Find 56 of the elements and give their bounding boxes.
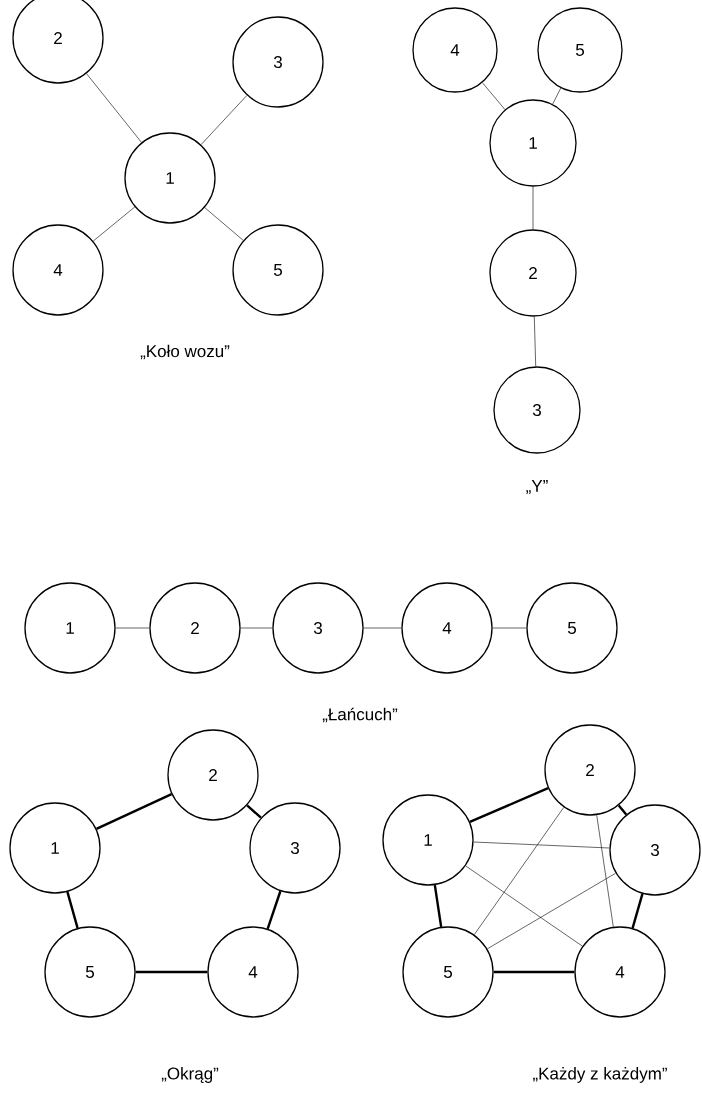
circle-node: 3 [272, 582, 364, 674]
circle-node: 4 [574, 926, 666, 1018]
circle-node: 5 [537, 7, 623, 93]
caption-text: „Okrąg” [161, 1067, 219, 1083]
connector-line [95, 793, 173, 830]
circle-node: 4 [12, 224, 104, 316]
connector-line [433, 884, 443, 928]
connector-line [617, 804, 628, 816]
circle-node: 3 [609, 804, 701, 896]
circle-node: 2 [544, 724, 636, 816]
circle-node: 5 [232, 224, 324, 316]
connector-line [492, 627, 527, 629]
connector-line [200, 95, 248, 145]
connector-line [115, 627, 150, 629]
circle-node: 4 [401, 582, 493, 674]
circle-node: 5 [402, 926, 494, 1018]
circle-node: 1 [382, 794, 474, 886]
connector-line [465, 865, 583, 947]
circle-node: 5 [526, 582, 618, 674]
circle-node: 1 [124, 132, 216, 224]
circle-node: 2 [167, 729, 259, 821]
connector-line [482, 82, 506, 110]
connector-line [473, 841, 610, 849]
circle-node: 3 [249, 802, 341, 894]
connector-line [473, 807, 565, 935]
connector-line [532, 186, 534, 230]
circle-node: 1 [24, 582, 116, 674]
connector-line [266, 890, 282, 930]
caption-text: „Łańcuch” [322, 707, 398, 723]
connector-line [493, 970, 575, 974]
circle-node: 1 [489, 99, 577, 187]
connector-line [204, 207, 244, 241]
caption-text: „Koło wozu” [140, 344, 230, 360]
connector-line [631, 893, 644, 929]
connector-line [246, 804, 262, 819]
circle-node: 2 [149, 582, 241, 674]
connector-line [363, 627, 402, 629]
connector-line [596, 814, 614, 928]
connector-line [92, 206, 136, 242]
connector-line [66, 891, 79, 929]
caption-text: „Każdy z każdym” [533, 1067, 667, 1083]
circle-node: 4 [412, 7, 498, 93]
connector-line [552, 87, 562, 105]
circle-node: 2 [489, 229, 577, 317]
circle-node: 3 [493, 366, 581, 454]
connector-line [86, 73, 142, 143]
connector-line [469, 787, 549, 823]
connector-line [240, 627, 273, 629]
circle-node: 5 [44, 926, 136, 1018]
caption-text: „Y” [526, 480, 548, 494]
connector-line [534, 316, 537, 367]
circle-node: 4 [207, 926, 299, 1018]
circle-node: 3 [232, 16, 324, 108]
connector-line [135, 970, 208, 974]
connector-line [487, 872, 616, 950]
circle-node: 1 [9, 802, 101, 894]
